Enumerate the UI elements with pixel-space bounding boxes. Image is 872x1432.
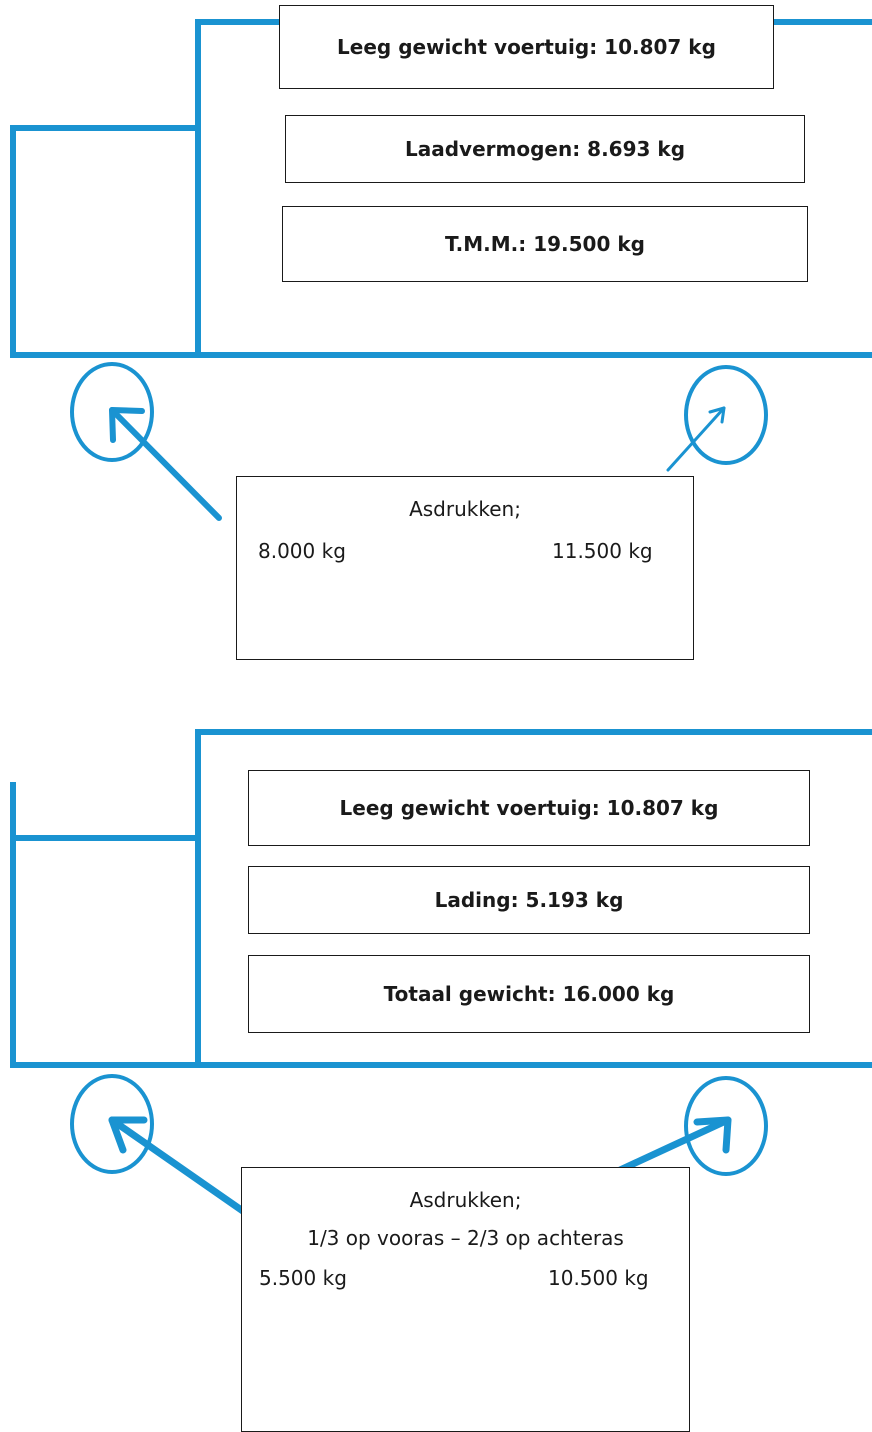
rear-axle-load: 11.500 kg (552, 539, 653, 563)
axle-load-title: Asdrukken; (409, 497, 521, 521)
front-axle-arrow (109, 407, 222, 521)
truck-diagram-2: Leeg gewicht voertuig: 10.807 kg Lading:… (0, 716, 872, 1432)
load-label: Lading: 5.193 kg (248, 866, 810, 934)
axle-distribution-note: 1/3 op vooras – 2/3 op achteras (307, 1226, 624, 1250)
total-weight-label: Totaal gewicht: 16.000 kg (248, 955, 810, 1033)
axle-load-box: Asdrukken; 8.000 kg 11.500 kg (236, 476, 694, 660)
truck-outline-2-body (10, 729, 872, 1220)
truck-diagram-1: Leeg gewicht voertuig: 10.807 kg Laadver… (0, 0, 872, 680)
front-axle-load: 8.000 kg (258, 539, 346, 563)
front-axle-arrow (108, 1116, 254, 1220)
cargo-body-outline (195, 729, 872, 1065)
gvw-label: T.M.M.: 19.500 kg (282, 206, 808, 282)
empty-weight-label: Leeg gewicht voertuig: 10.807 kg (279, 5, 774, 89)
rear-wheel (684, 1076, 768, 1176)
front-wheel (70, 362, 154, 462)
axle-load-box: Asdrukken; 1/3 op vooras – 2/3 op achter… (241, 1167, 690, 1432)
cab-outline (10, 125, 196, 355)
front-axle-load: 5.500 kg (259, 1266, 347, 1290)
rear-axle-load: 10.500 kg (548, 1266, 649, 1290)
rear-axle-arrow (666, 406, 726, 472)
front-wheel (70, 1074, 154, 1174)
cab-outline (10, 782, 196, 841)
axle-load-title: Asdrukken; (409, 1188, 522, 1212)
rear-wheel (684, 365, 768, 465)
empty-weight-label: Leeg gewicht voertuig: 10.807 kg (248, 770, 810, 846)
payload-label: Laadvermogen: 8.693 kg (285, 115, 805, 183)
rear-axle-arrow (616, 1116, 732, 1174)
